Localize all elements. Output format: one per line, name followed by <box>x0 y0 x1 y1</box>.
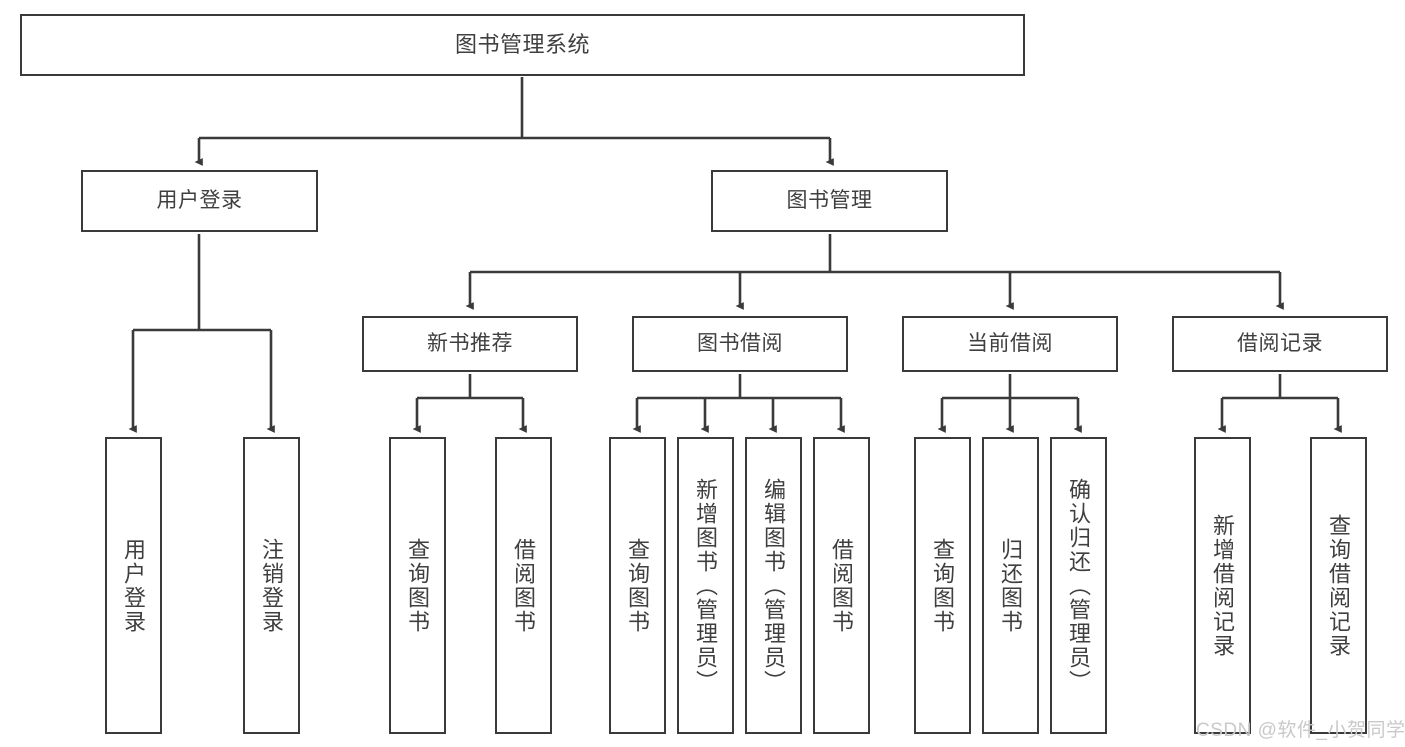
node-new-book-recommend[interactable]: 新书推荐 <box>362 316 578 372</box>
node-label: 图书管理系统 <box>454 31 590 57</box>
leaf-query-book-current[interactable]: 查询图书 <box>914 437 971 734</box>
node-root-system[interactable]: 图书管理系统 <box>20 14 1025 76</box>
node-label: 当前借阅 <box>967 332 1053 356</box>
leaf-query-book-borrow[interactable]: 查询图书 <box>609 437 666 734</box>
node-label: 借阅图书 <box>511 537 537 634</box>
node-label: 图书借阅 <box>697 332 783 356</box>
node-label: 用户登录 <box>156 189 243 213</box>
node-label: 查询图书 <box>405 537 431 634</box>
leaf-confirm-return-admin[interactable]: 确认归还（管理员） <box>1050 437 1107 734</box>
leaf-user-login[interactable]: 用户登录 <box>105 437 162 734</box>
leaf-borrow-book-recommend[interactable]: 借阅图书 <box>495 437 552 734</box>
leaf-add-book-admin[interactable]: 新增图书（管理员） <box>677 437 734 734</box>
leaf-add-borrow-record[interactable]: 新增借阅记录 <box>1194 437 1251 734</box>
node-label: 查询图书 <box>625 537 651 634</box>
node-label: 确认归还（管理员） <box>1066 477 1092 694</box>
node-label: 图书管理 <box>786 189 873 213</box>
leaf-borrow-book[interactable]: 借阅图书 <box>813 437 870 734</box>
node-label: 查询借阅记录 <box>1326 513 1352 658</box>
leaf-query-borrow-record[interactable]: 查询借阅记录 <box>1310 437 1367 734</box>
node-label: 编辑图书（管理员） <box>761 477 787 694</box>
node-label: 用户登录 <box>121 537 147 634</box>
node-current-borrow[interactable]: 当前借阅 <box>902 316 1118 372</box>
node-label: 新增图书（管理员） <box>693 477 719 694</box>
node-label: 归还图书 <box>998 537 1024 634</box>
node-label: 新书推荐 <box>427 332 513 356</box>
node-label: 新增借阅记录 <box>1210 513 1236 658</box>
node-user-login[interactable]: 用户登录 <box>81 170 318 232</box>
node-book-management[interactable]: 图书管理 <box>711 170 948 232</box>
node-label: 借阅记录 <box>1237 332 1323 356</box>
node-label: 查询图书 <box>930 537 956 634</box>
node-label: 注销登录 <box>259 537 285 634</box>
node-borrow-record[interactable]: 借阅记录 <box>1172 316 1388 372</box>
leaf-edit-book-admin[interactable]: 编辑图书（管理员） <box>745 437 802 734</box>
leaf-logout[interactable]: 注销登录 <box>243 437 300 734</box>
node-book-borrow[interactable]: 图书借阅 <box>632 316 848 372</box>
node-label: 借阅图书 <box>829 537 855 634</box>
leaf-query-book-recommend[interactable]: 查询图书 <box>389 437 446 734</box>
leaf-return-book[interactable]: 归还图书 <box>982 437 1039 734</box>
